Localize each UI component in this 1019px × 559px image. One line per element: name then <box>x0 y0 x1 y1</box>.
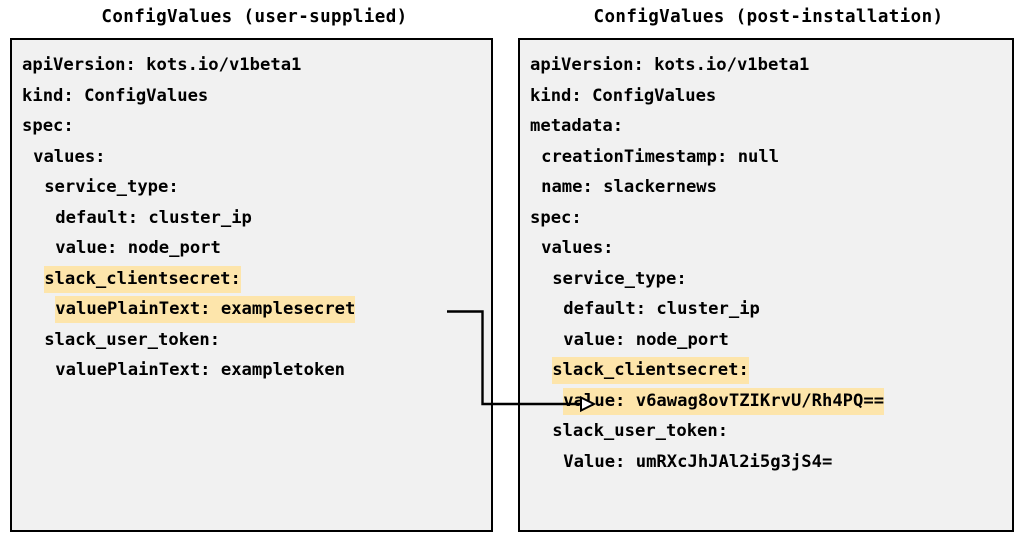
code-line: slack_user_token: <box>22 325 491 356</box>
code-text: values: <box>33 146 106 167</box>
code-line: spec: <box>22 111 491 142</box>
code-text-highlighted: valuePlainText: examplesecret <box>55 296 356 323</box>
code-text: default: cluster_ip <box>563 299 760 319</box>
code-text: spec: <box>22 116 74 136</box>
code-line: Value: umRXcJhJAl2i5g3jS4= <box>530 447 1012 478</box>
code-line: apiVersion: kots.io/v1beta1 <box>530 50 1012 81</box>
code-text: creationTimestamp: null <box>541 146 780 167</box>
code-text: value: node_port <box>55 238 221 258</box>
code-box-post-installation: apiVersion: kots.io/v1beta1 kind: ConfigV… <box>518 38 1014 532</box>
code-text: service_type: <box>44 177 179 197</box>
code-text-highlighted: value: v6awag8ovTZIKrvU/Rh4PQ== <box>563 387 885 415</box>
code-text: name: slackernews <box>541 177 718 197</box>
code-text: slack_user_token: <box>44 329 221 350</box>
code-line: values: <box>530 233 1012 264</box>
code-text: apiVersion: kots.io/v1beta1 <box>22 55 302 75</box>
code-text: spec: <box>530 207 582 228</box>
panel-post-installation: ConfigValues (post-installation) apiVers… <box>508 0 1019 559</box>
code-line: slack_clientsecret: <box>22 264 491 295</box>
panel-title-post-installation: ConfigValues (post-installation) <box>593 7 944 27</box>
code-line: value: node_port <box>530 325 1012 356</box>
panel-title-user-supplied: ConfigValues (user-supplied) <box>101 7 408 27</box>
code-line: spec: <box>530 203 1012 234</box>
code-text: apiVersion: kots.io/v1beta1 <box>530 55 810 75</box>
code-line: default: cluster_ip <box>22 203 491 234</box>
code-text: kind: ConfigValues <box>22 85 209 106</box>
code-box-user-supplied: apiVersion: kots.io/v1beta1 kind: ConfigV… <box>10 38 493 532</box>
code-line: metadata: <box>530 111 1012 142</box>
code-line: slack_clientsecret: <box>530 355 1012 386</box>
code-line: slack_user_token: <box>530 416 1012 447</box>
code-line: value: v6awag8ovTZIKrvU/Rh4PQ== <box>530 386 1012 417</box>
code-line: kind: ConfigValues <box>530 81 1012 112</box>
code-line: valuePlainText: exampletoken <box>22 355 491 386</box>
code-line: default: cluster_ip <box>530 294 1012 325</box>
code-text: kind: ConfigValues <box>530 85 717 106</box>
code-text-highlighted: slack_clientsecret: <box>44 265 241 293</box>
code-line: name: slackernews <box>530 172 1012 203</box>
code-text: values: <box>541 238 614 258</box>
code-text: valuePlainText: exampletoken <box>55 360 346 380</box>
code-text: Value: umRXcJhJAl2i5g3jS4= <box>563 451 833 472</box>
code-lines-user-supplied: apiVersion: kots.io/v1beta1 kind: ConfigV… <box>22 50 491 386</box>
code-text: slack_user_token: <box>552 421 729 441</box>
code-text-highlighted: slack_clientsecret: <box>552 357 749 384</box>
code-line: values: <box>22 142 491 173</box>
code-text: default: cluster_ip <box>55 207 252 228</box>
code-line: service_type: <box>530 264 1012 295</box>
code-line: apiVersion: kots.io/v1beta1 <box>22 50 491 81</box>
code-line: service_type: <box>22 172 491 203</box>
code-line: kind: ConfigValues <box>22 81 491 112</box>
code-text: value: node_port <box>563 329 729 350</box>
code-text: service_type: <box>552 268 687 289</box>
code-lines-post-installation: apiVersion: kots.io/v1beta1 kind: ConfigV… <box>530 50 1012 477</box>
code-line: creationTimestamp: null <box>530 142 1012 173</box>
code-line: valuePlainText: examplesecret <box>22 294 491 325</box>
code-text: metadata: <box>530 116 624 136</box>
panel-user-supplied: ConfigValues (user-supplied) apiVersion:… <box>0 0 503 559</box>
code-line: value: node_port <box>22 233 491 264</box>
